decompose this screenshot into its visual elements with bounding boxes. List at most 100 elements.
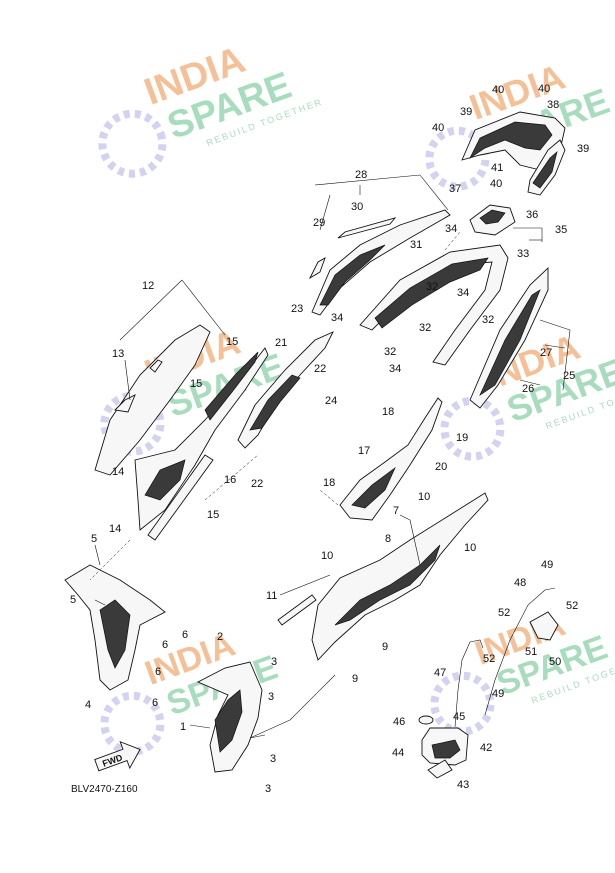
callout-49: 49 bbox=[492, 688, 504, 700]
callout-30: 30 bbox=[351, 201, 363, 213]
callout-47: 47 bbox=[434, 667, 446, 679]
callout-44: 44 bbox=[392, 747, 404, 759]
callout-23: 23 bbox=[291, 303, 303, 315]
callout-22: 22 bbox=[314, 363, 326, 375]
watermark-top-left: INDIA SPARE REBUILD TOGETHER bbox=[98, 39, 324, 178]
callout-8: 8 bbox=[385, 533, 391, 545]
callout-33: 33 bbox=[517, 248, 529, 260]
leader-lines bbox=[89, 174, 571, 739]
callout-28: 28 bbox=[355, 169, 367, 181]
callout-15: 15 bbox=[207, 509, 219, 521]
callout-10: 10 bbox=[418, 491, 430, 503]
callout-13: 13 bbox=[112, 348, 124, 360]
callout-10: 10 bbox=[321, 550, 333, 562]
callout-19: 19 bbox=[456, 432, 468, 444]
callout-9: 9 bbox=[352, 673, 358, 685]
callout-7: 7 bbox=[393, 505, 399, 517]
callout-4: 4 bbox=[85, 699, 91, 711]
callout-40: 40 bbox=[490, 178, 502, 190]
callout-12: 12 bbox=[142, 280, 154, 292]
callout-50: 50 bbox=[549, 656, 561, 668]
callout-41: 41 bbox=[491, 162, 503, 174]
callout-51: 51 bbox=[525, 646, 537, 658]
callout-3: 3 bbox=[270, 753, 276, 765]
callout-45: 45 bbox=[453, 711, 465, 723]
callout-32: 32 bbox=[384, 346, 396, 358]
callout-9: 9 bbox=[382, 641, 388, 653]
callout-6: 6 bbox=[155, 666, 161, 678]
callout-35: 35 bbox=[555, 224, 567, 236]
callout-21: 21 bbox=[275, 337, 287, 349]
wrench-logo-icon bbox=[440, 396, 505, 461]
wrench-logo-icon bbox=[98, 109, 167, 178]
callout-46: 46 bbox=[393, 716, 405, 728]
callout-25: 25 bbox=[563, 370, 575, 382]
callout-34: 34 bbox=[457, 287, 469, 299]
callout-37: 37 bbox=[449, 183, 461, 195]
callout-29: 29 bbox=[313, 217, 325, 229]
callout-32: 32 bbox=[419, 322, 431, 334]
part-under-panel bbox=[339, 397, 443, 521]
callout-34: 34 bbox=[389, 363, 401, 375]
parts-layer: FWD bbox=[64, 111, 566, 779]
callout-38: 38 bbox=[547, 99, 559, 111]
callout-17: 17 bbox=[358, 445, 370, 457]
callout-34: 34 bbox=[445, 223, 457, 235]
callout-3: 3 bbox=[271, 656, 277, 668]
part-trim-strip bbox=[277, 594, 317, 626]
part-rear-side-panel bbox=[469, 266, 549, 409]
callout-43: 43 bbox=[457, 779, 469, 791]
callout-5: 5 bbox=[70, 594, 76, 606]
callout-6: 6 bbox=[182, 629, 188, 641]
callout-27: 27 bbox=[540, 347, 552, 359]
callout-3: 3 bbox=[268, 691, 274, 703]
part-seat-cowl bbox=[308, 209, 451, 316]
part-hoses bbox=[454, 587, 559, 728]
part-main-side-cover bbox=[311, 492, 489, 661]
callout-5: 5 bbox=[91, 533, 97, 545]
callout-20: 20 bbox=[435, 461, 447, 473]
fwd-badge: FWD bbox=[94, 740, 141, 772]
callout-32: 32 bbox=[426, 281, 438, 293]
callout-26: 26 bbox=[522, 383, 534, 395]
diagram-code: BLV2470-Z160 bbox=[71, 784, 138, 795]
callout-31: 31 bbox=[410, 239, 422, 251]
callout-2: 2 bbox=[217, 631, 223, 643]
callout-39: 39 bbox=[577, 143, 589, 155]
callout-10: 10 bbox=[464, 542, 476, 554]
part-reservoir-tank bbox=[418, 715, 469, 779]
callout-14: 14 bbox=[112, 466, 124, 478]
callout-15: 15 bbox=[190, 378, 202, 390]
part-rear-handle bbox=[461, 111, 566, 196]
callout-14: 14 bbox=[109, 523, 121, 535]
callout-18: 18 bbox=[323, 477, 335, 489]
callout-34: 34 bbox=[331, 312, 343, 324]
callout-40: 40 bbox=[538, 83, 550, 95]
callout-52: 52 bbox=[483, 653, 495, 665]
callout-11: 11 bbox=[266, 590, 277, 602]
callout-39: 39 bbox=[460, 106, 472, 118]
callout-24: 24 bbox=[325, 395, 337, 407]
callout-16: 16 bbox=[224, 474, 236, 486]
part-inner-panel bbox=[134, 347, 269, 541]
callout-6: 6 bbox=[162, 639, 168, 651]
callout-49: 49 bbox=[541, 559, 553, 571]
part-front-lower-cover bbox=[64, 564, 166, 691]
callout-1: 1 bbox=[180, 721, 186, 733]
callout-3: 3 bbox=[265, 783, 271, 795]
part-lower-side-cover bbox=[196, 661, 263, 773]
callout-15: 15 bbox=[226, 336, 238, 348]
part-side-cover-front bbox=[237, 331, 334, 449]
fwd-label: FWD bbox=[101, 752, 124, 769]
callout-22: 22 bbox=[251, 478, 263, 490]
part-rear-bracket bbox=[469, 204, 516, 236]
callout-42: 42 bbox=[480, 742, 492, 754]
callout-40: 40 bbox=[492, 84, 504, 96]
callout-32: 32 bbox=[482, 314, 494, 326]
callout-52: 52 bbox=[498, 607, 510, 619]
watermark-bottom-right: INDIA SPARE REBUILD TOGETHER bbox=[430, 605, 615, 736]
callout-40: 40 bbox=[432, 122, 444, 134]
callout-52: 52 bbox=[566, 600, 578, 612]
callout-labels: 1 2 3 3 3 3 4 5 5 6 6 6 6 7 8 9 9 10 10 … bbox=[70, 83, 589, 795]
